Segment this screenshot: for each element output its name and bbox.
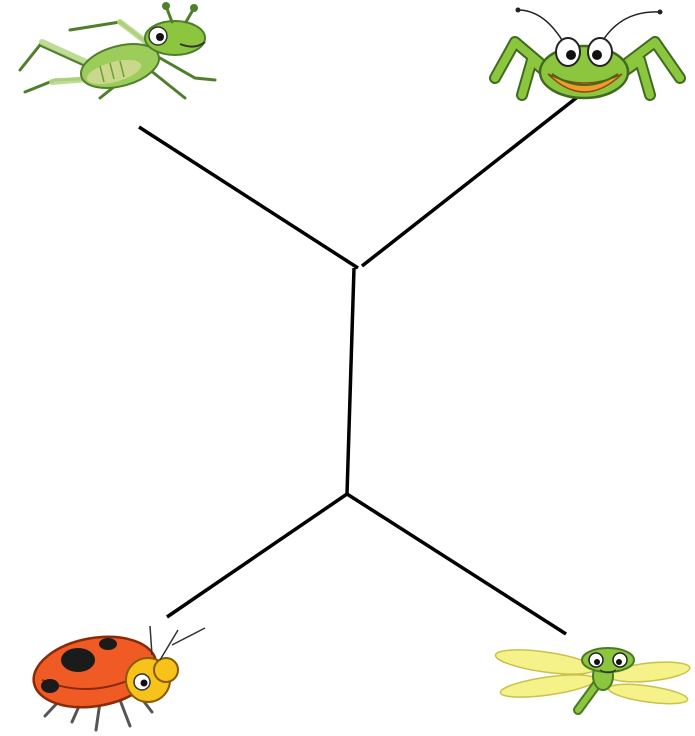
aphid-icon <box>20 2 215 98</box>
tree-branches <box>139 95 580 634</box>
dragonfly-icon <box>494 645 691 710</box>
branch-dragonfly <box>347 494 566 634</box>
branch-aphid <box>139 127 358 268</box>
ladybug-icon <box>28 626 205 730</box>
branch-trunk <box>347 268 354 494</box>
grasshopper-icon <box>495 8 680 99</box>
branch-grasshopper <box>362 95 580 266</box>
branch-ladybug <box>167 494 347 617</box>
